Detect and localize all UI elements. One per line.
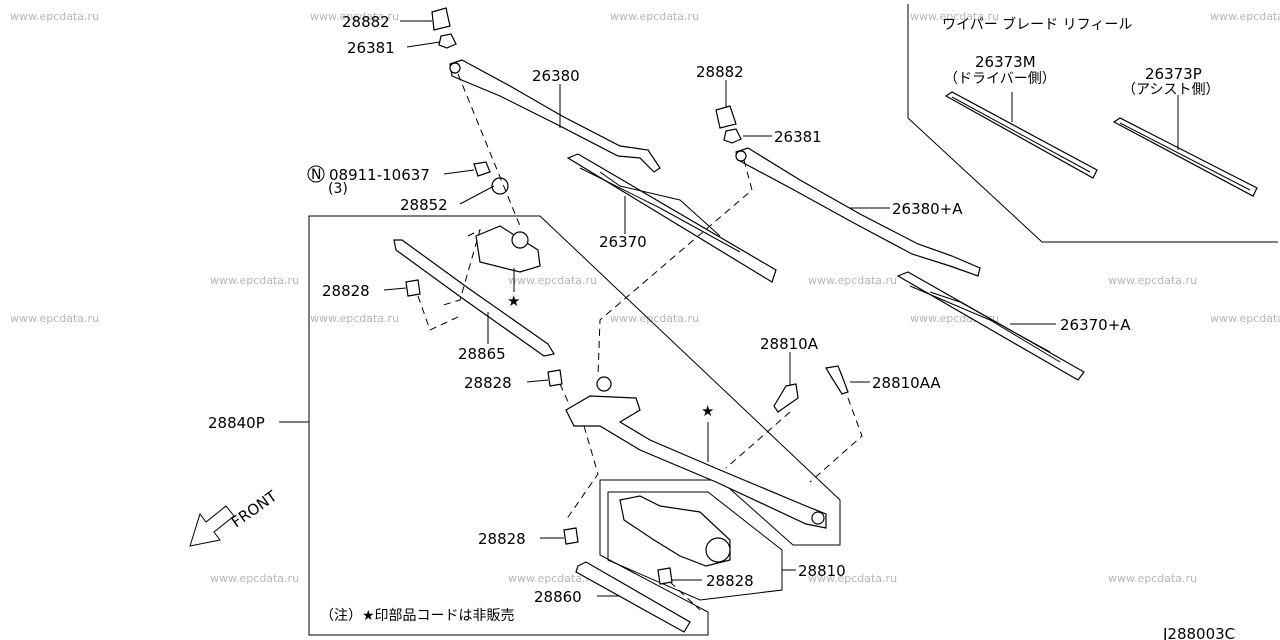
label-26373p-sub: （アシスト側） (1122, 82, 1219, 98)
watermark: www.epcdata.ru (1108, 274, 1197, 287)
watermark: www.epcdata.ru (808, 274, 897, 287)
bolt-prefix-circle (307, 165, 325, 183)
watermark: www.epcdata.ru (610, 10, 699, 23)
watermarks: www.epcdata.ru www.epcdata.ru www.epcdat… (10, 10, 1280, 585)
watermark: www.epcdata.ru (1210, 10, 1280, 23)
nut-26381-right[interactable] (723, 128, 742, 144)
diagram-code: J288003C (1162, 625, 1235, 640)
leader-lines (279, 20, 1056, 597)
front-label: FRONT (228, 487, 281, 532)
refill-inset: ワイパー ブレード リフィール 26373M （ドライバー側） 26373P （… (907, 4, 1278, 243)
watermark: www.epcdata.ru (310, 10, 399, 23)
label-28828-a[interactable]: 28828 (322, 282, 370, 300)
label-28860[interactable]: 28860 (534, 588, 582, 606)
watermark: www.epcdata.ru (210, 274, 299, 287)
motor-subframe (607, 491, 783, 601)
front-arrow-icon (189, 505, 235, 547)
star-mark: ★ (701, 402, 714, 420)
wiper-blade-left[interactable] (566, 153, 777, 283)
wiper-blade-right[interactable] (896, 271, 1085, 381)
label-26373m[interactable]: 26373M (975, 53, 1036, 71)
label-bolt-qty: (3) (328, 181, 348, 197)
inset-border (907, 4, 1278, 243)
label-28810aa[interactable]: 28810AA (872, 374, 941, 392)
refill-title: ワイパー ブレード リフィール (942, 16, 1132, 33)
cap-28882-left[interactable] (431, 7, 451, 31)
bushing-28828-d[interactable] (657, 567, 673, 585)
label-28810a[interactable]: 28810A (760, 335, 819, 353)
footnote: （注）★印部品コードは非販売 (320, 608, 515, 624)
label-bolt-code[interactable]: 08911-10637 (329, 166, 430, 184)
connection-lines (417, 73, 863, 611)
watermark: www.epcdata.ru (508, 572, 597, 585)
bolt-28810a[interactable] (773, 383, 799, 413)
watermark: www.epcdata.ru (310, 312, 399, 325)
label-26370a[interactable]: 26370+A (1060, 316, 1131, 334)
nut-26381-left[interactable] (438, 33, 457, 49)
link-rod-28865[interactable] (393, 239, 555, 357)
label-26370[interactable]: 26370 (599, 233, 647, 251)
bushing-28828-a[interactable] (405, 279, 421, 297)
label-26373m-sub: （ドライバー側） (944, 71, 1056, 87)
bolt-08911-10637[interactable] (473, 161, 491, 177)
watermark: www.epcdata.ru (210, 572, 299, 585)
watermark: www.epcdata.ru (808, 572, 897, 585)
label-28828-c[interactable]: 28828 (478, 530, 526, 548)
watermark: www.epcdata.ru (10, 312, 99, 325)
label-26380a[interactable]: 26380+A (892, 200, 963, 218)
label-28865[interactable]: 28865 (458, 345, 506, 363)
assembly-frame (308, 215, 841, 636)
bolt-28810aa[interactable] (825, 365, 849, 395)
label-28840p[interactable]: 28840P (208, 414, 265, 432)
watermark: www.epcdata.ru (610, 312, 699, 325)
wiper-motor[interactable] (619, 495, 731, 567)
watermark: www.epcdata.ru (1108, 572, 1197, 585)
watermark: www.epcdata.ru (1210, 312, 1280, 325)
part-labels: 28882 26381 26380 28882 26381 26380+A 26… (208, 13, 1131, 606)
label-26381-left[interactable]: 26381 (347, 39, 395, 57)
bolt-prefix: N (311, 167, 321, 183)
cap-28882-right[interactable] (715, 105, 737, 129)
refill-blade-assist[interactable] (1112, 117, 1258, 197)
front-indicator: FRONT (189, 487, 281, 547)
label-28882-right[interactable]: 28882 (696, 63, 744, 81)
wiper-arm-right[interactable] (735, 147, 981, 277)
label-28852[interactable]: 28852 (400, 196, 448, 214)
watermark: www.epcdata.ru (910, 10, 999, 23)
bushing-28828-b[interactable] (547, 369, 563, 387)
star-mark: ★ (507, 292, 520, 310)
label-26373p[interactable]: 26373P (1145, 65, 1202, 83)
wiper-arm-left[interactable] (449, 59, 661, 173)
linkage-frame[interactable] (565, 376, 827, 529)
label-28810[interactable]: 28810 (798, 562, 846, 580)
refill-blade-driver[interactable] (944, 91, 1098, 179)
label-28828-d[interactable]: 28828 (706, 572, 754, 590)
label-26380[interactable]: 26380 (532, 67, 580, 85)
watermark: www.epcdata.ru (10, 10, 99, 23)
pivot-bracket-upper[interactable] (475, 177, 541, 273)
label-26381-right[interactable]: 26381 (774, 128, 822, 146)
bushing-28828-c[interactable] (563, 527, 579, 545)
link-rod-28860[interactable] (575, 561, 691, 633)
watermark: www.epcdata.ru (508, 274, 597, 287)
label-28882-left[interactable]: 28882 (342, 13, 390, 31)
label-28828-b[interactable]: 28828 (464, 374, 512, 392)
